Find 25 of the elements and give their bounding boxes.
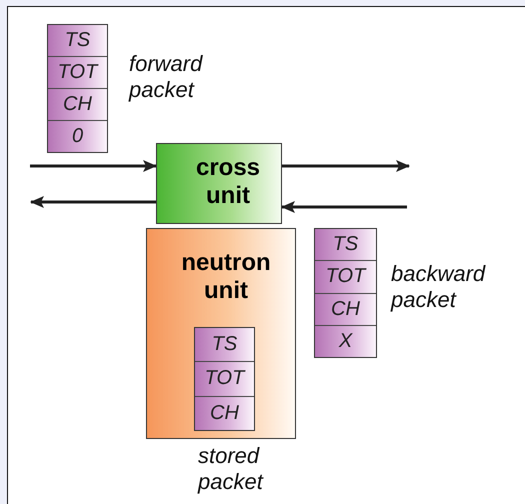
packet-field: TOT [195, 361, 254, 396]
packet-field: 0 [48, 120, 107, 152]
packet-field: TOT [315, 260, 376, 292]
packet-field: CH [315, 292, 376, 325]
unit-label: cross unit [194, 154, 262, 210]
arrow [282, 160, 410, 172]
packet-caption: forward packet [129, 51, 204, 104]
packet-field: CH [195, 396, 254, 430]
packet-field: X [315, 324, 376, 357]
packet-field: TS [48, 25, 107, 56]
packet-field: TOT [48, 56, 107, 88]
neutron-unit-box [146, 228, 296, 439]
arrow [30, 196, 156, 208]
packet-table [47, 24, 108, 153]
arrow [281, 201, 407, 213]
unit-label: neutron unit [180, 249, 272, 304]
packet-field: TS [195, 328, 254, 362]
cross-unit-box [156, 143, 282, 224]
packet-field: CH [48, 88, 107, 120]
packet-field: TS [315, 229, 376, 260]
packet-caption: backward packet [391, 261, 487, 314]
arrow [30, 160, 157, 172]
packet-table [314, 228, 377, 358]
packet-caption: stored packet [198, 443, 264, 496]
packet-table [194, 327, 255, 431]
